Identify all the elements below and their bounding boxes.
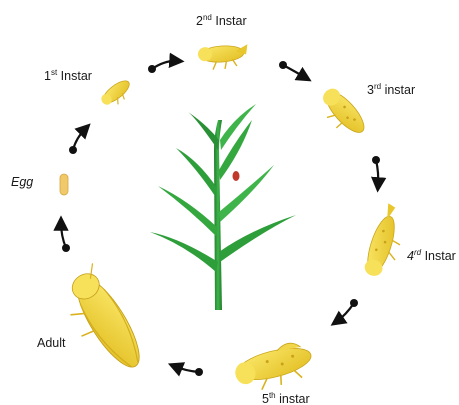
arrow-egg-to-first	[69, 128, 86, 154]
egg-label: Egg	[11, 176, 33, 189]
arrow-second-to-third	[279, 61, 306, 78]
first-instar-image	[99, 77, 136, 111]
fourth-instar-image	[362, 202, 411, 281]
arrow-fourth-to-fifth	[336, 299, 358, 322]
third-instar-label: 3rd instar	[367, 84, 415, 97]
fourth-instar-label: 4rd Instar	[407, 250, 456, 263]
adult-image	[52, 263, 151, 382]
host-plant-illustration	[150, 104, 296, 310]
adult-label: Adult	[37, 337, 66, 350]
leafhopper-on-plant-icon	[233, 171, 240, 181]
arrow-first-to-second	[148, 61, 178, 73]
egg-image	[60, 174, 68, 195]
third-instar-image	[314, 85, 370, 143]
second-instar-label: 2nd Instar	[196, 15, 247, 28]
second-instar-image	[198, 44, 249, 70]
first-instar-label: 1st Instar	[44, 70, 92, 83]
arrow-adult-to-egg	[61, 222, 70, 252]
arrow-third-to-fourth	[372, 156, 380, 186]
fifth-instar-label: 5th instar	[262, 393, 310, 405]
fifth-instar-image	[231, 339, 316, 395]
arrow-fifth-to-adult	[174, 366, 203, 376]
